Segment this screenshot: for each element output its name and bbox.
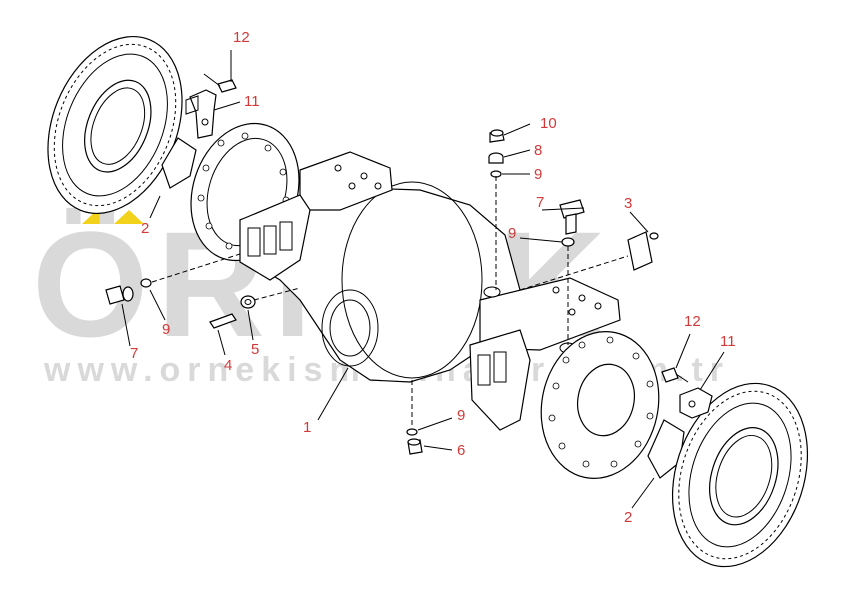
right-flange [540, 331, 660, 479]
left-disc-assembly [47, 35, 183, 215]
right-disc-assembly [671, 382, 809, 568]
washer-part-8 [488, 152, 504, 164]
callout-9-mid: 9 [508, 225, 516, 242]
o-ring-part-9-left [140, 278, 152, 288]
callout-9-top: 9 [534, 166, 542, 183]
callout-7-right: 7 [536, 194, 544, 211]
callout-10: 10 [540, 115, 557, 132]
left-gasket [161, 137, 197, 189]
callout-12-top: 12 [233, 29, 250, 46]
callout-2-left: 2 [141, 220, 149, 237]
callout-9-left: 9 [162, 321, 170, 338]
callout-8: 8 [534, 142, 542, 159]
callout-11-right: 11 [720, 333, 736, 350]
callout-9-bottom: 9 [457, 407, 465, 424]
callout-11-top: 11 [244, 93, 260, 110]
callout-5: 5 [251, 341, 259, 358]
callout-1: 1 [303, 419, 311, 436]
callout-7-left: 7 [130, 345, 138, 362]
axle-housing-part-1 [239, 151, 621, 431]
left-bracket-part-11 [185, 89, 217, 139]
callout-12-right: 12 [684, 313, 701, 330]
callout-4: 4 [224, 357, 232, 374]
stud-part-4 [209, 313, 237, 329]
watermark-accent-left [82, 210, 112, 224]
o-ring-part-9-bottom [406, 428, 418, 436]
callout-6: 6 [457, 442, 465, 459]
plate-part-3 [627, 231, 659, 271]
plug-part-6 [407, 438, 423, 455]
callout-2-right: 2 [624, 509, 632, 526]
leader-lines [121, 50, 725, 509]
nut-part-5 [240, 295, 256, 309]
plug-part-10 [489, 129, 505, 143]
callouts: 12 11 10 8 9 7 3 9 2 7 9 4 5 1 9 6 12 11… [130, 29, 736, 526]
o-ring-part-9-mid [561, 237, 575, 247]
left-bolt-part-12 [203, 73, 237, 93]
bolt-part-7-left [105, 285, 134, 305]
right-bracket-part-11 [679, 387, 713, 419]
watermark-accent-right [114, 210, 144, 224]
right-bolt-part-12 [661, 367, 689, 383]
callout-3: 3 [624, 195, 632, 212]
